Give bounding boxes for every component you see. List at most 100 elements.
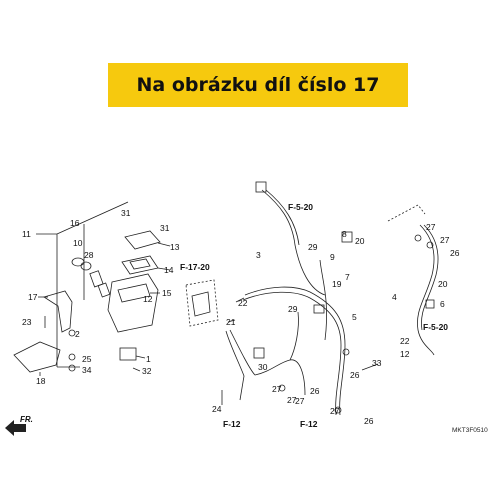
clamp	[313, 304, 325, 314]
bracket-line	[56, 201, 129, 368]
nut	[68, 364, 76, 372]
part-label: 19	[332, 279, 342, 289]
seal-ring	[71, 257, 85, 267]
brake-hose-upper	[261, 189, 326, 296]
ref-part	[191, 291, 211, 317]
part-label: 20	[355, 236, 365, 246]
ref-label: F-12	[300, 419, 318, 429]
part-label: 27	[295, 396, 305, 406]
holder	[13, 341, 61, 373]
part-label: 10	[73, 238, 83, 248]
spring	[97, 282, 111, 298]
reservoir-window	[117, 283, 151, 303]
pivot-nut	[68, 329, 76, 337]
part-label: 9	[330, 252, 335, 262]
part-label: 21	[226, 317, 236, 327]
ref-label: F-17-20	[180, 262, 210, 272]
front-arrow-icon	[5, 420, 26, 436]
part-label: 26	[364, 416, 374, 426]
part-label: 31	[121, 208, 131, 218]
part-label: 12	[143, 294, 153, 304]
brake-hose-upper-b	[265, 189, 300, 246]
brake-hose-left	[225, 330, 245, 401]
part-label: 16	[70, 218, 80, 228]
part-label: 13	[170, 242, 180, 252]
part-label: 5	[352, 312, 357, 322]
part-label: 8	[342, 229, 347, 239]
part-label: 33	[372, 358, 382, 368]
part-label: 27	[330, 406, 340, 416]
part-label: 11	[22, 229, 31, 239]
joint-bolt	[253, 347, 265, 359]
part-label: 7	[345, 272, 350, 282]
part-label: 26	[310, 386, 320, 396]
part-label: 22	[400, 336, 410, 346]
part-label: 20	[438, 279, 448, 289]
brake-switch	[119, 347, 137, 361]
part-label: 30	[258, 362, 268, 372]
part-label: 31	[160, 223, 170, 233]
washer	[278, 384, 286, 392]
part-label: 32	[142, 366, 152, 376]
part-label: 25	[82, 354, 92, 364]
clamp	[341, 231, 353, 243]
leader-line	[361, 363, 379, 371]
part-label: 1	[146, 354, 151, 364]
diagram-code: MKT3F0510	[452, 427, 488, 434]
part-label: 27	[426, 222, 436, 232]
part-label: 2	[75, 329, 80, 339]
part-label: 4	[392, 292, 397, 302]
brake-hose-mid	[319, 259, 327, 341]
leader-line	[235, 297, 245, 303]
leader-line	[157, 242, 171, 247]
part-label: 28	[84, 250, 94, 260]
seal-ring	[80, 261, 92, 271]
part-labels: 31 31 13 11 16 10 28 14 15 12 17 23 2 25…	[22, 208, 460, 426]
part-label: 17	[28, 292, 38, 302]
part-label: 27	[440, 235, 450, 245]
direction-label: FR.	[20, 415, 33, 424]
leader-line	[227, 319, 236, 323]
clamp	[425, 299, 435, 309]
title-banner: Na obrázku díl číslo 17	[108, 63, 408, 107]
brake-hose-main	[244, 286, 346, 416]
part-label: 23	[22, 317, 32, 327]
diaphragm	[129, 258, 151, 270]
brake-hose-lower	[229, 329, 306, 396]
master-cylinder-body	[107, 273, 159, 333]
washer	[426, 241, 434, 249]
ref-box	[185, 279, 219, 327]
part-label: 22	[238, 298, 248, 308]
part-label: 34	[82, 365, 92, 375]
brake-hose-right	[417, 224, 435, 356]
washer	[414, 234, 422, 242]
part-label: 15	[162, 288, 172, 298]
part-label: 26	[450, 248, 460, 258]
washer	[68, 353, 76, 361]
washer	[342, 348, 350, 356]
dashed-leader	[387, 204, 426, 222]
leader-line	[135, 355, 146, 359]
banner-title: Na obrázku díl číslo 17	[136, 74, 380, 96]
screw	[132, 367, 141, 372]
part-label: 27	[272, 384, 282, 394]
part-label: 3	[256, 250, 261, 260]
leader-line	[157, 267, 171, 271]
reservoir-cap	[124, 230, 161, 250]
brake-hose-main-b	[242, 291, 342, 416]
connector	[255, 181, 267, 193]
washer	[334, 406, 342, 414]
brake-hose-joint	[289, 311, 299, 361]
part-label: 14	[164, 265, 174, 275]
ref-label: F-12	[223, 419, 241, 429]
diaphragm-plate	[121, 255, 159, 275]
part-label: 29	[308, 242, 318, 252]
part-label: 18	[36, 376, 46, 386]
brake-lever	[43, 290, 73, 333]
ref-label: F-5-20	[288, 202, 313, 212]
brake-hose-right-b	[421, 224, 439, 331]
part-label: 6	[440, 299, 445, 309]
part-label: 27	[287, 395, 297, 405]
ref-label: F-5-20	[423, 322, 448, 332]
